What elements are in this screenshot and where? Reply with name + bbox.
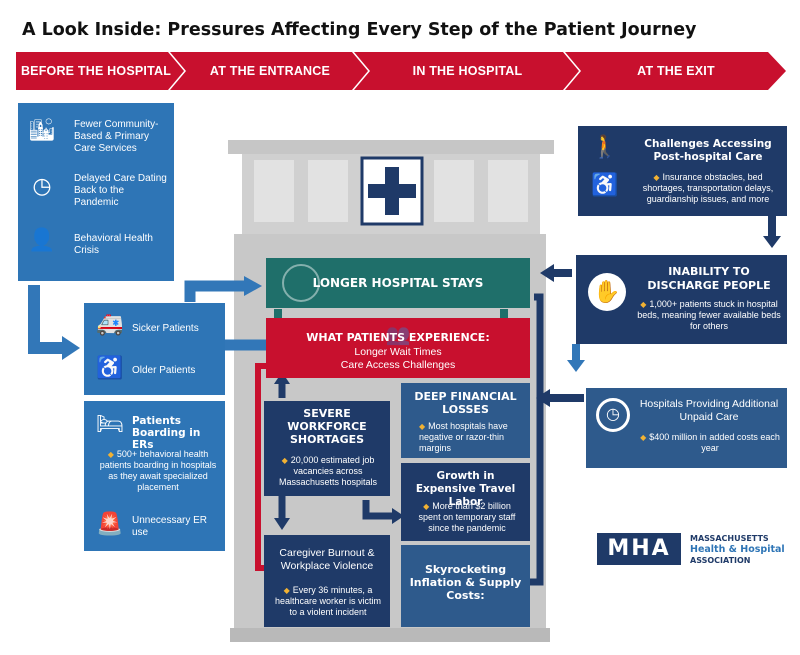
hospital-roof [228, 140, 554, 154]
financial-title: DEEP FINANCIAL LOSSES [414, 390, 517, 416]
boarding-title: Patients Boarding in ERs [132, 415, 201, 451]
inflation-box: Skyrocketing Inflation & Supply Costs: [401, 545, 530, 627]
unpaid-title: Hospitals Providing Additional Unpaid Ca… [639, 398, 779, 423]
before-item-label: Fewer Community-Based & Primary Care Ser… [74, 119, 159, 154]
wheelchair-icon: ♿ [591, 172, 619, 197]
hospital-bed-icon: 🛏 [96, 411, 124, 436]
arrow-workforce-to-travel [362, 500, 394, 520]
challenges-box: 🚶 ♿ Challenges Accessing Post-hospital C… [578, 126, 787, 216]
arrow-entrance-to-stays [184, 280, 246, 302]
er-label: Unnecessary ER use [132, 515, 208, 538]
travel-bullet: ◆More than $2 billion spent on temporary… [418, 501, 516, 533]
travel-box: Growth in Expensive Travel Labor ◆More t… [401, 463, 530, 541]
hospital-window [434, 160, 474, 222]
stopwatch-icon [282, 264, 320, 302]
burnout-title: Caregiver Burnout & Workplace Violence [279, 547, 375, 572]
older-patients-label: Older Patients [132, 365, 196, 376]
page-title: A Look Inside: Pressures Affecting Every… [22, 20, 697, 40]
financial-bullet: ◆Most hospitals have negative or razor-t… [419, 421, 508, 453]
unpaid-box: ◷ Hospitals Providing Additional Unpaid … [586, 388, 787, 468]
inability-title: INABILITY TO DISCHARGE PEOPLE [647, 265, 771, 292]
before-item-label: Delayed Care Dating Back to the Pandemic [74, 173, 167, 208]
stage-chevron-2 [170, 52, 368, 90]
stage-chevron-1 [16, 52, 184, 90]
group-people-icon: 👥 [385, 324, 411, 346]
siren-icon: 🚨 [96, 511, 124, 536]
inability-bullet: ◆1,000+ patients stuck in hospital beds,… [637, 299, 781, 331]
walker-icon: ♿ [96, 355, 124, 380]
workforce-bullet: ◆20,000 estimated job vacancies across M… [278, 455, 378, 487]
financial-box: DEEP FINANCIAL LOSSES ◆Most hospitals ha… [401, 383, 530, 458]
stage-before: BEFORE THE HOSPITAL [20, 64, 172, 78]
boarding-bullet: ◆500+ behavioral health patients boardin… [99, 449, 217, 492]
ambulance-icon: 🚑 [96, 311, 124, 336]
stage-entrance: AT THE ENTRANCE [209, 64, 331, 78]
arrow-red-loop [255, 363, 270, 571]
unpaid-bullet: ◆$400 million in added costs each year [640, 432, 780, 453]
stage-exit: AT THE EXIT [637, 64, 715, 78]
challenges-bullet: ◆Insurance obstacles, bed shortages, tra… [642, 172, 774, 204]
burnout-box: Caregiver Burnout & Workplace Violence ◆… [264, 535, 390, 627]
head-profile-icon: 👤 [28, 227, 56, 252]
longer-stays-box: LONGER HOSPITAL STAYS [266, 258, 530, 308]
stage-chevron-3 [354, 52, 579, 90]
inability-box: ✋ INABILITY TO DISCHARGE PEOPLE ◆1,000+ … [576, 255, 787, 344]
hospital-window [254, 160, 294, 222]
longer-stays-title: LONGER HOSPITAL STAYS [312, 276, 484, 290]
workforce-title: SEVERE WORKFORCE SHORTAGES [287, 407, 367, 446]
arrow-navy-right [526, 293, 544, 586]
walking-person-icon: 🚶 [591, 134, 619, 159]
stage-hospital: IN THE HOSPITAL [412, 64, 523, 78]
logo-line1: MASSACHUSETTS [690, 534, 769, 543]
experience-line1: Longer Wait Times [354, 346, 442, 358]
logo-line3: ASSOCIATION [690, 556, 751, 565]
hospital-base [230, 628, 550, 642]
before-item-label: Behavioral Health Crisis [74, 233, 153, 256]
burnout-bullet: ◆Every 36 minutes, a healthcare worker i… [274, 585, 382, 617]
hospital-window [308, 160, 348, 222]
entrance-panel: 🚑 Sicker Patients ♿ Older Patients [84, 303, 225, 395]
travel-title: Growth in Expensive Travel Labor [415, 470, 516, 508]
boarding-panel: 🛏 Patients Boarding in ERs ◆500+ behavio… [84, 401, 225, 551]
workforce-box: SEVERE WORKFORCE SHORTAGES ◆20,000 estim… [264, 401, 390, 496]
logo-line2: Health & Hospital [690, 544, 785, 555]
before-panel: 🏙 Fewer Community-Based & Primary Care S… [18, 103, 174, 281]
city-icon: 🏙 [28, 117, 56, 142]
stop-hand-icon: ✋ [588, 273, 626, 311]
experience-box: 👥 WHAT PATIENTS EXPERIENCE: Longer Wait … [266, 318, 530, 378]
clock-icon: ◷ [596, 398, 630, 432]
hospital-window [488, 160, 528, 222]
arrow-before-to-entrance [28, 285, 64, 354]
stage-chevron-4 [565, 52, 786, 90]
inflation-title: Skyrocketing Inflation & Supply Costs: [409, 563, 522, 602]
experience-line2: Care Access Challenges [340, 359, 456, 371]
sicker-patients-label: Sicker Patients [132, 323, 199, 334]
challenges-title: Challenges Accessing Post-hospital Care [644, 138, 772, 163]
clock-calendar-icon: ◷ [32, 173, 52, 198]
experience-title: WHAT PATIENTS EXPERIENCE: [306, 331, 490, 344]
mha-logo-mark: MHA [597, 533, 681, 565]
